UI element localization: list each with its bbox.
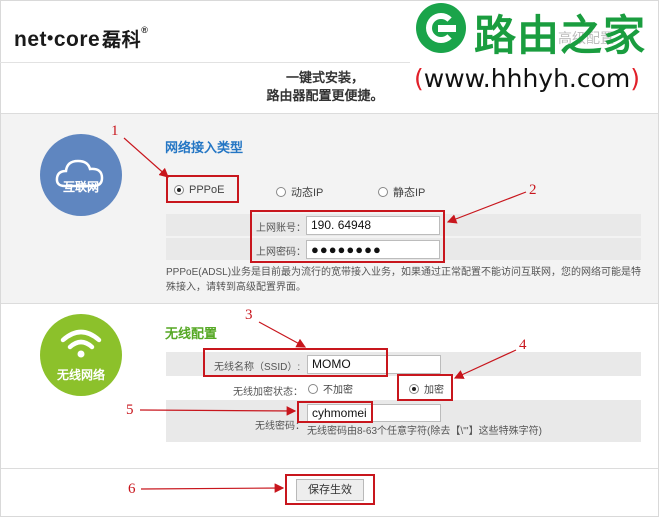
radio-dhcp-dot[interactable] — [276, 187, 286, 197]
radio-static-label: 静态IP — [393, 187, 426, 199]
annotation-number-6: 6 — [128, 481, 136, 497]
arrow-5 — [139, 406, 297, 416]
arrow-4 — [453, 349, 517, 379]
radio-dhcp[interactable]: 动态IP — [276, 184, 323, 200]
cloud-icon — [55, 159, 104, 188]
annotation-number-3: 3 — [245, 307, 253, 323]
header-divider — [0, 62, 410, 63]
advanced-config-link[interactable]: 高级配置 — [558, 30, 614, 46]
ssid-input[interactable]: MOMO — [307, 355, 441, 374]
wifi-password-input[interactable]: cyhmomei — [307, 404, 441, 422]
section-divider-top — [1, 113, 658, 114]
section-divider-bottom — [1, 468, 658, 469]
wireless-circle-label: 无线网络 — [56, 368, 105, 382]
radio-pppoe-label: PPPoE — [189, 184, 225, 197]
radio-pppoe-dot[interactable] — [174, 185, 184, 196]
internet-circle-label: 互联网 — [62, 180, 99, 194]
annotation-number-5: 5 — [126, 402, 134, 418]
radio-no-encrypt[interactable]: 不加密 — [308, 381, 353, 396]
wifi-password-label: 无线密码： — [255, 421, 305, 432]
account-input[interactable]: 190. 64948 — [306, 216, 440, 235]
internet-section — [1, 114, 658, 303]
arrow-1 — [123, 137, 169, 178]
wireless-circle: 无线网络 — [40, 314, 122, 396]
arrow-3 — [258, 321, 307, 348]
section-divider-mid — [1, 303, 658, 304]
radio-pppoe[interactable]: PPPoE — [174, 184, 224, 196]
arrow-6 — [140, 483, 285, 493]
account-label: 上网账号： — [256, 223, 306, 234]
radio-no-encrypt-dot[interactable] — [308, 383, 318, 394]
radio-static[interactable]: 静态IP — [378, 184, 425, 200]
annotation-box-4 — [397, 374, 453, 401]
wifi-icon — [60, 329, 102, 358]
internet-circle: 互联网 — [40, 134, 122, 216]
annotation-number-1: 1 — [111, 123, 119, 139]
brand-logo-icon — [416, 3, 466, 53]
pppoe-hint: PPPoE(ADSL)业务是目前最为流行的宽带接入业务，如果通过正常配置不能访问… — [166, 267, 642, 293]
radio-encrypt[interactable]: 加密 — [409, 381, 444, 396]
encrypt-label: 无线加密状态： — [233, 387, 303, 398]
annotation-box-1 — [166, 175, 239, 203]
annotation-number-2: 2 — [529, 182, 537, 198]
radio-dhcp-label: 动态IP — [291, 187, 324, 199]
annotation-box-2 — [250, 210, 445, 263]
radio-encrypt-label: 加密 — [424, 385, 444, 396]
radio-no-encrypt-label: 不加密 — [323, 385, 353, 396]
tagline-line1: 一键式安装， — [285, 70, 364, 85]
tagline-line2: 路由器配置更便捷。 — [266, 88, 384, 103]
annotation-box-6 — [285, 474, 375, 505]
radio-encrypt-dot[interactable] — [409, 383, 419, 394]
save-button[interactable]: 保存生效 — [296, 479, 364, 501]
watermark-url: (www.hhhyh.com) — [414, 64, 641, 93]
wifi-password-hint: 无线密码由8-63个任意字符(除去【\'"】这些特殊字符) — [307, 426, 542, 437]
password-input[interactable]: ●●●●●●●● — [306, 240, 440, 259]
internet-section-title: 网络接入类型 — [165, 140, 244, 155]
annotation-box-3 — [203, 348, 388, 377]
radio-static-dot[interactable] — [378, 187, 388, 197]
wireless-section-title: 无线配置 — [165, 326, 218, 341]
watermark-brand-name: 路由之家 — [474, 11, 647, 60]
annotation-box-5 — [297, 401, 373, 423]
ssid-label: 无线名称（SSID）: — [214, 362, 301, 373]
arrow-2 — [446, 191, 527, 224]
annotation-number-4: 4 — [519, 337, 527, 353]
password-label: 上网密码： — [256, 247, 306, 258]
